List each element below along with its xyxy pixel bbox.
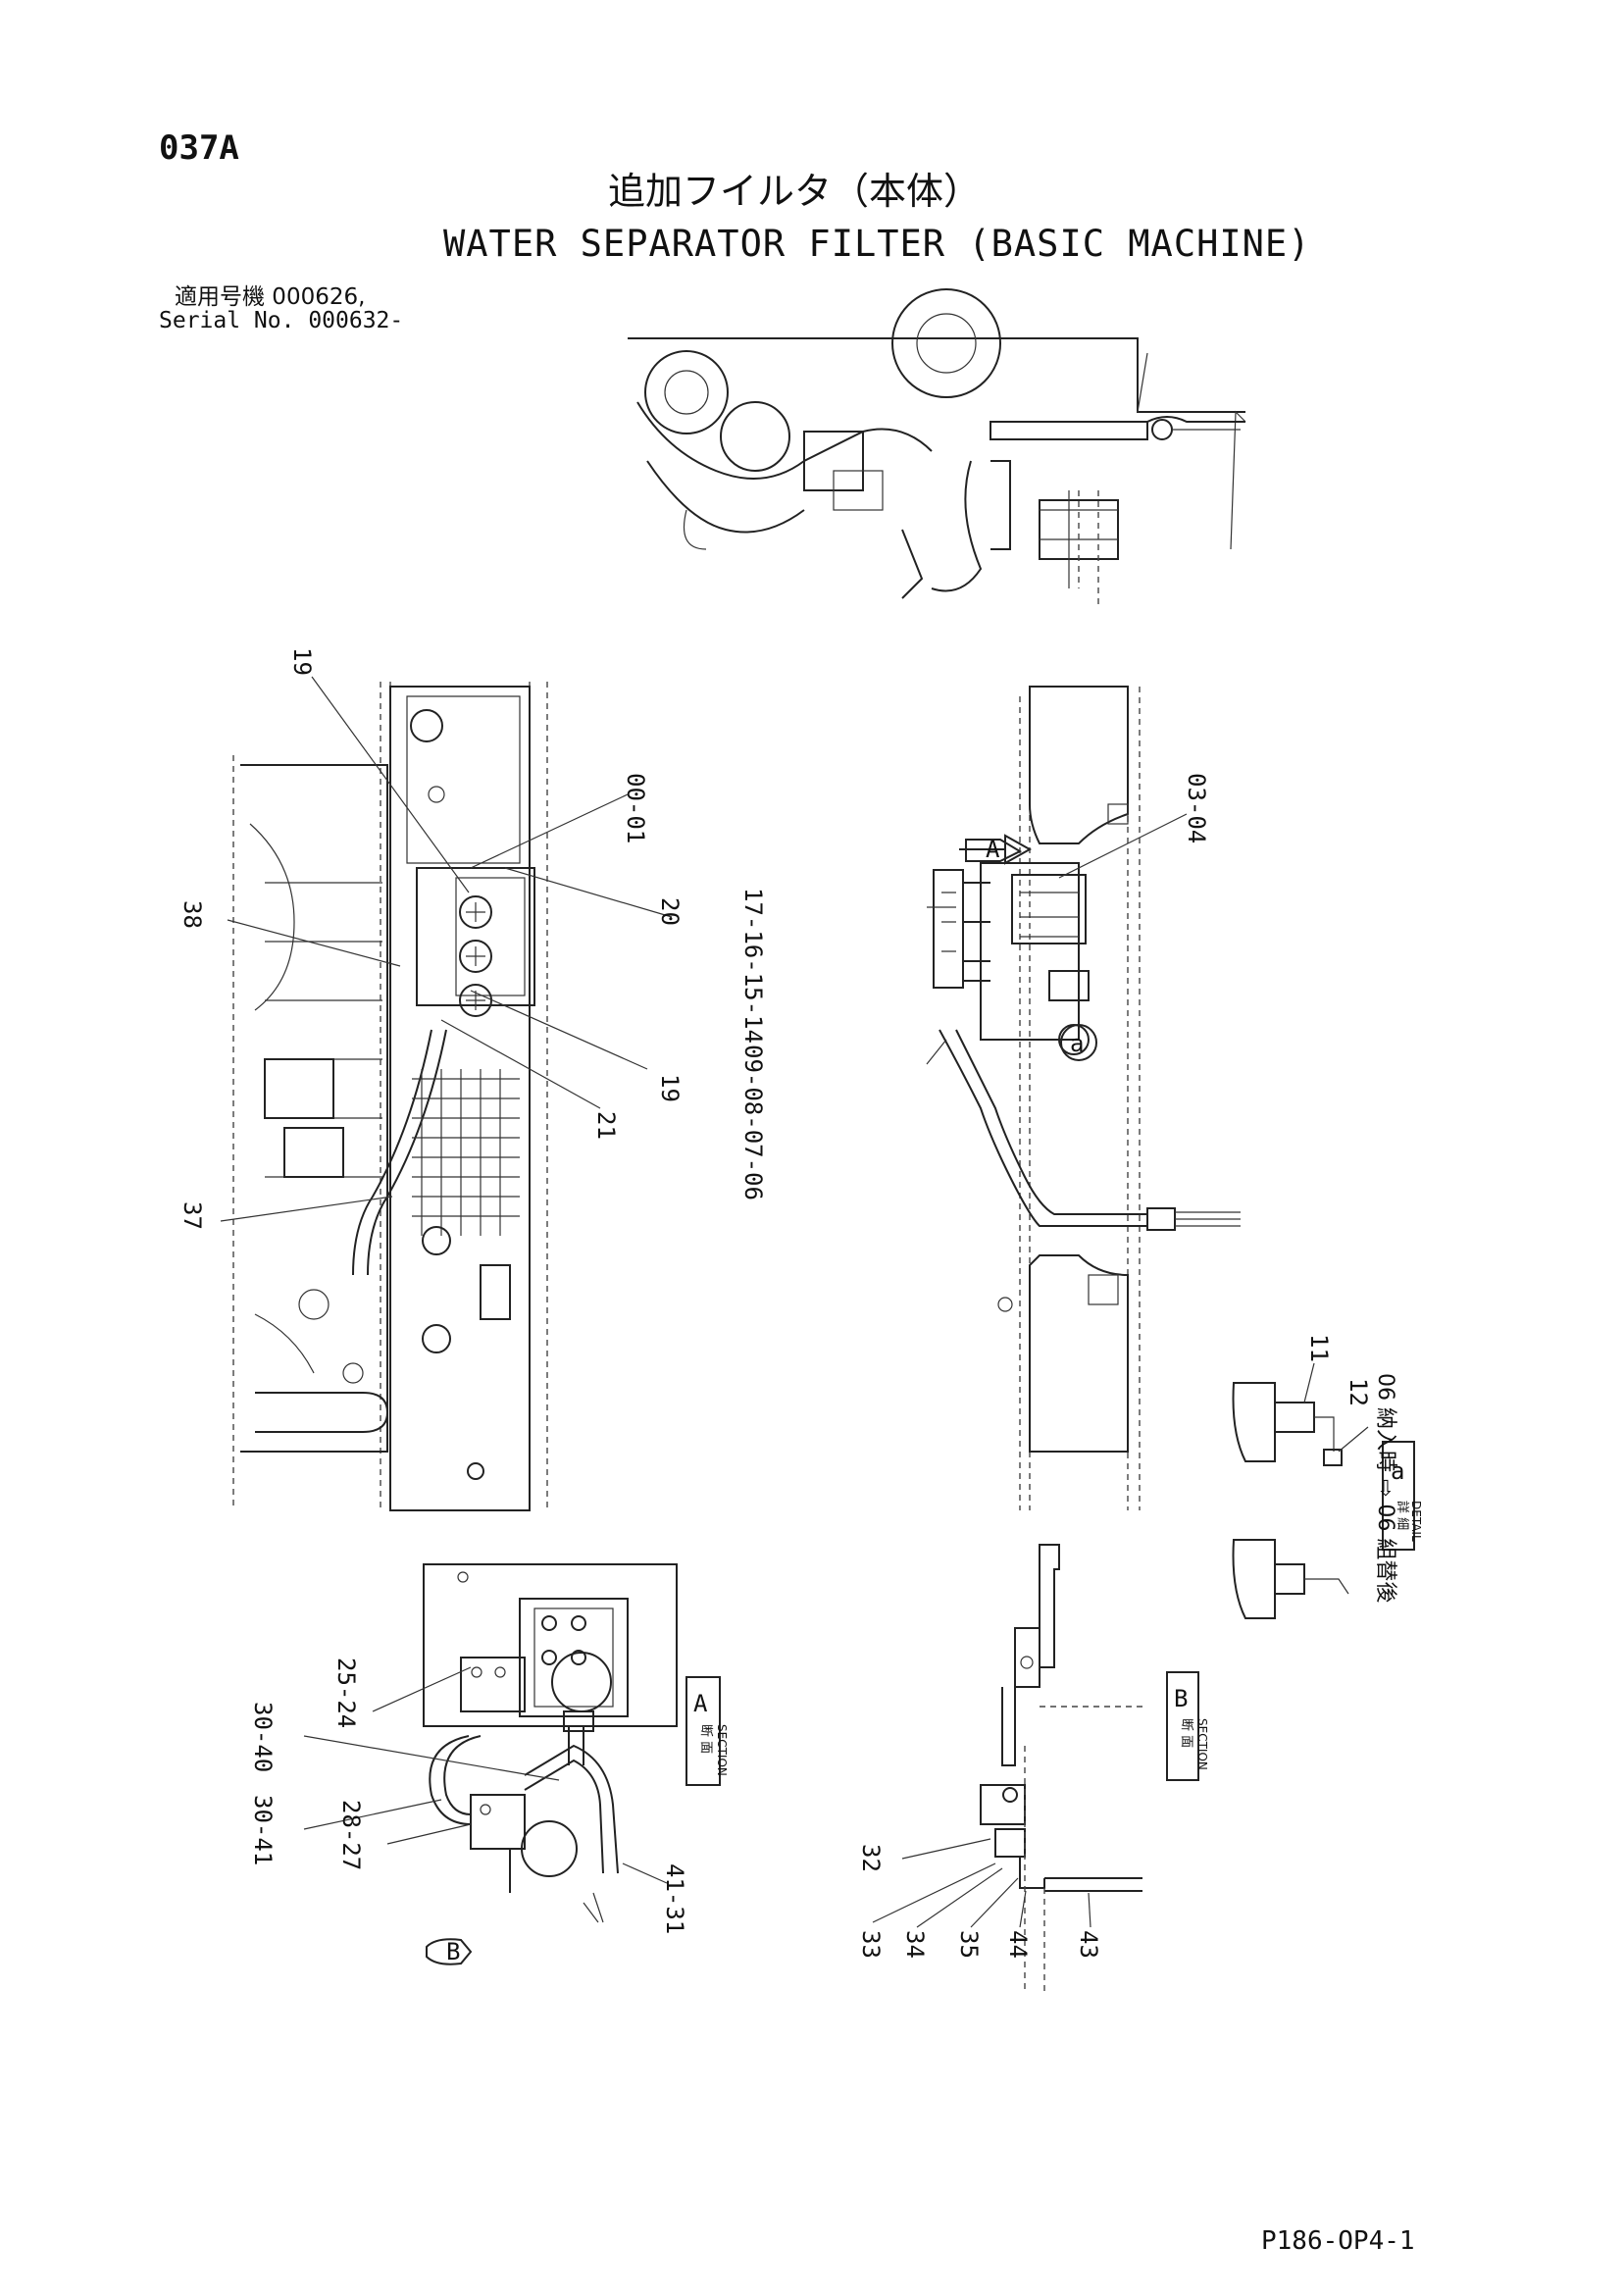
engine-top-view xyxy=(628,288,1246,608)
callout-11: 11 xyxy=(1305,1334,1333,1362)
section-a-view: B A xyxy=(423,1563,721,1965)
callout-41-31: 41-31 xyxy=(661,1863,688,1934)
callout-30-41: 30-41 xyxy=(249,1795,277,1865)
callout-12: 12 xyxy=(1345,1378,1372,1406)
section-b-en: SECTION xyxy=(1195,1718,1209,1770)
callout-19-top: 19 xyxy=(288,647,316,676)
right-frame-view: a A xyxy=(933,686,1241,1510)
section-b-view: B xyxy=(980,1544,1199,1991)
callout-19-bottom: 19 xyxy=(656,1074,684,1102)
callout-43: 43 xyxy=(1075,1930,1102,1959)
serial-label-english: Serial No. 000632- xyxy=(159,308,404,333)
section-a-jp: 断 面 xyxy=(698,1724,713,1754)
callout-33: 33 xyxy=(857,1930,885,1959)
section-b-jp: 断 面 xyxy=(1179,1718,1193,1748)
section-a-letter: A xyxy=(693,1690,708,1717)
page-reference: P186-OP4-1 xyxy=(1261,2226,1415,2256)
callout-28-27: 28-27 xyxy=(337,1800,365,1870)
callout-00-01: 00-01 xyxy=(622,773,649,843)
leader-lines xyxy=(220,676,1369,1928)
callout-03-04: 03-04 xyxy=(1183,773,1210,843)
callout-30-40: 30-40 xyxy=(249,1702,277,1772)
serial-label-japanese: 適用号機 000626, xyxy=(175,284,366,310)
detail-a-marker: a xyxy=(1070,1030,1084,1057)
note-06-assembly: 06 納入時 ⇨ 06 組替後 xyxy=(1373,1373,1397,1603)
callout-34: 34 xyxy=(901,1930,929,1959)
view-b-marker: B xyxy=(446,1938,460,1965)
callout-35: 35 xyxy=(955,1930,983,1959)
title-english: WATER SEPARATOR FILTER (BASIC MACHINE) xyxy=(443,223,1311,265)
callout-labels: 19 00-01 20 38 19 21 37 17-16-15-14 09-0… xyxy=(178,647,1372,1959)
section-a-en: SECTION xyxy=(715,1724,729,1776)
view-a-marker: A xyxy=(986,836,1000,863)
callout-17-14: 17-16-15-14 xyxy=(739,888,767,1044)
callout-32: 32 xyxy=(857,1844,885,1872)
detail-a-view: a xyxy=(1232,1382,1415,1619)
callout-25-24: 25-24 xyxy=(332,1658,360,1728)
section-b-letter: B xyxy=(1174,1685,1188,1712)
page-code: 037A xyxy=(159,128,239,168)
detail-en: DETAIL xyxy=(1409,1501,1423,1542)
callout-20: 20 xyxy=(656,897,684,926)
detail-letter: a xyxy=(1391,1457,1404,1485)
callout-09-06: 09-08-07-06 xyxy=(739,1045,767,1200)
section-tags: 断 面 SECTION 断 面 SECTION 詳 細 DETAIL 06 納入… xyxy=(698,1373,1423,1776)
callout-44: 44 xyxy=(1004,1930,1032,1959)
callout-37: 37 xyxy=(178,1201,206,1230)
left-frame-view xyxy=(232,682,548,1511)
callout-21: 21 xyxy=(592,1111,620,1140)
callout-38: 38 xyxy=(178,900,206,929)
title-japanese: 追加フイルタ（本体） xyxy=(608,170,982,213)
detail-jp: 詳 細 xyxy=(1395,1501,1410,1530)
